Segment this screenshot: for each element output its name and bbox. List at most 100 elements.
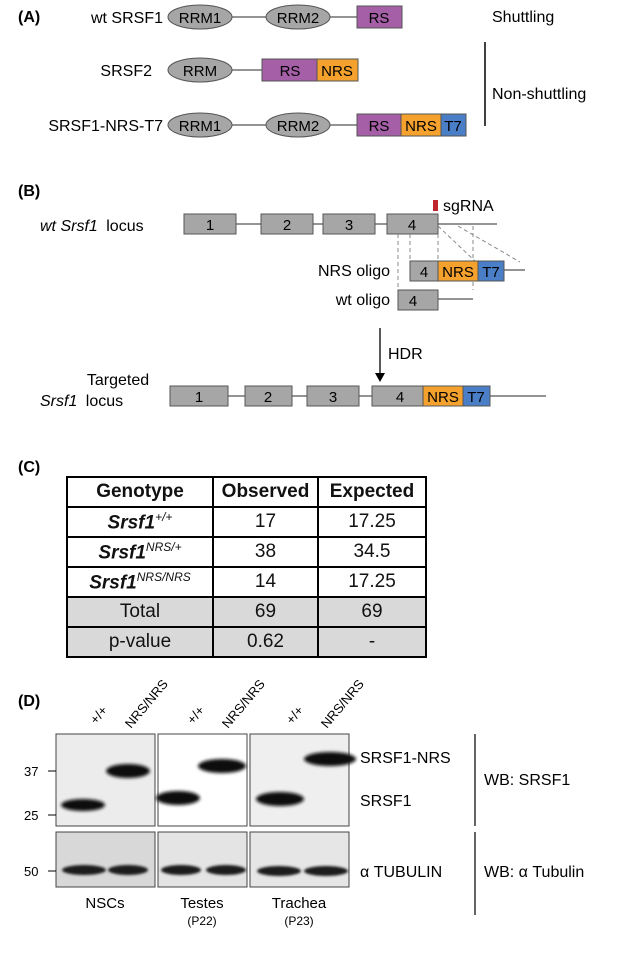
construct-label-wt-srsf1: wt SRSF1 <box>90 10 163 27</box>
expected-cell: 17.25 <box>317 506 427 538</box>
tissue-sub-testes: (P22) <box>187 914 216 928</box>
genotype-superscript: NRS/NRS <box>136 569 191 584</box>
band <box>108 865 148 875</box>
wb-tubulin-label: WB: α Tubulin <box>484 864 584 881</box>
domain-label: NRS <box>442 264 474 281</box>
header-expected: Expected <box>317 476 427 508</box>
domain-label: T7 <box>444 118 462 135</box>
targeted-exon-1 <box>169 385 229 407</box>
exon-label: 4 <box>396 389 404 406</box>
domain-label: RRM1 <box>179 10 222 27</box>
targeted-locus-italic: Srsf1 <box>40 393 77 410</box>
blot-srsf1-testes <box>157 733 248 827</box>
band-label-srsf1-nrs: SRSF1-NRS <box>360 750 451 767</box>
exon-4 <box>386 213 439 235</box>
exon-label: 4 <box>408 217 416 234</box>
domain-rrm2 <box>265 112 331 138</box>
blot-tubulin-trachea <box>249 831 350 888</box>
domain-label: NRS <box>321 63 353 80</box>
exon-2 <box>260 213 314 235</box>
panel-c-label: (C) <box>18 459 40 476</box>
band <box>61 799 105 811</box>
domain-rrm1 <box>167 4 233 30</box>
homology-dashes <box>397 225 521 290</box>
band <box>106 764 150 778</box>
domain-rrm1 <box>167 112 233 138</box>
table-row: Srsf1NRS/NRS 14 17.25 <box>66 566 427 598</box>
domain-label: T7 <box>467 389 485 406</box>
header-genotype: Genotype <box>66 476 214 508</box>
lane-label: NRS/NRS <box>122 679 171 731</box>
table-row: Srsf1NRS/+ 38 34.5 <box>66 536 427 568</box>
lane-label: NRS/NRS <box>219 679 268 731</box>
sgrna-marker <box>433 200 438 211</box>
exon-label: 2 <box>264 389 272 406</box>
wt-locus-italic: wt Srsf1 <box>40 218 98 235</box>
exon-label: 3 <box>329 389 337 406</box>
marker-50: 50 <box>24 864 38 879</box>
non-shuttling-label: Non-shuttling <box>492 86 586 103</box>
domain-rs <box>356 5 403 29</box>
wt-locus-suffix: locus <box>106 218 143 235</box>
tissue-sub-trachea: (P23) <box>284 914 313 928</box>
targeted-locus-label: Targeted <box>87 372 149 389</box>
band <box>304 752 356 766</box>
observed-cell: 38 <box>212 536 319 568</box>
panel-a: (A) wt SRSF1 RRM1 RRM2 RS Shuttling SRSF… <box>18 4 586 138</box>
band <box>257 866 301 876</box>
total-observed: 69 <box>212 596 319 628</box>
wb-srsf1-label: WB: SRSF1 <box>484 772 570 789</box>
oligo-t7 <box>477 260 505 282</box>
band-label-srsf1: SRSF1 <box>360 793 412 810</box>
lane-label: +/+ <box>283 703 307 727</box>
domain-t7 <box>440 113 467 137</box>
band <box>198 759 246 773</box>
header-observed: Observed <box>212 476 319 508</box>
domain-label: T7 <box>482 264 500 281</box>
wt-locus-label: wt Srsf1 locus <box>40 218 144 235</box>
expected-cell: 34.5 <box>317 536 427 568</box>
construct-label-srsf2: SRSF2 <box>100 63 152 80</box>
exon-1 <box>183 213 237 235</box>
lane-label: +/+ <box>87 703 111 727</box>
domain-rrm2 <box>265 4 331 30</box>
genotype-name: Srsf1 <box>107 512 156 534</box>
marker-37: 37 <box>24 764 38 779</box>
band <box>156 791 200 805</box>
genotype-cell: Srsf1NRS/NRS <box>66 566 214 598</box>
band <box>304 866 348 876</box>
marker-25: 25 <box>24 808 38 823</box>
total-label: Total <box>66 596 214 628</box>
panel-d-label: (D) <box>18 693 40 710</box>
targeted-t7 <box>462 385 491 407</box>
domain-label: RRM1 <box>179 118 222 135</box>
targeted-exon-2 <box>244 385 293 407</box>
panel-b-label: (B) <box>18 183 40 200</box>
genotype-cell: Srsf1+/+ <box>66 506 214 538</box>
tubulin-band-label: α TUBULIN <box>360 864 442 881</box>
panel-a-label: (A) <box>18 9 40 26</box>
domain-label: RS <box>369 118 390 135</box>
targeted-exon-3 <box>306 385 360 407</box>
blot-srsf1-nscs <box>55 733 156 827</box>
pvalue-expected: - <box>317 626 427 658</box>
total-row: Total 69 69 <box>66 596 427 628</box>
lane-label: +/+ <box>184 703 208 727</box>
domain-label: RRM <box>183 63 217 80</box>
bands-srsf1 <box>61 752 356 811</box>
observed-cell: 14 <box>212 566 319 598</box>
exon-label: 4 <box>409 293 417 310</box>
exon-label: 3 <box>345 217 353 234</box>
bands-tubulin <box>62 865 348 876</box>
domain-nrs <box>316 58 359 82</box>
sgrna-label: sgRNA <box>443 198 494 215</box>
hdr-arrow-head <box>375 373 385 382</box>
domain-label: NRS <box>427 389 459 406</box>
expected-cell: 17.25 <box>317 566 427 598</box>
panel-b: (B) wt Srsf1 locus 1 2 3 4 sgRNA NRS oli… <box>18 183 546 410</box>
shuttling-label: Shuttling <box>492 9 554 26</box>
total-expected: 69 <box>317 596 427 628</box>
pvalue-observed: 0.62 <box>212 626 319 658</box>
domain-rrm <box>167 57 233 83</box>
domain-label: NRS <box>405 118 437 135</box>
